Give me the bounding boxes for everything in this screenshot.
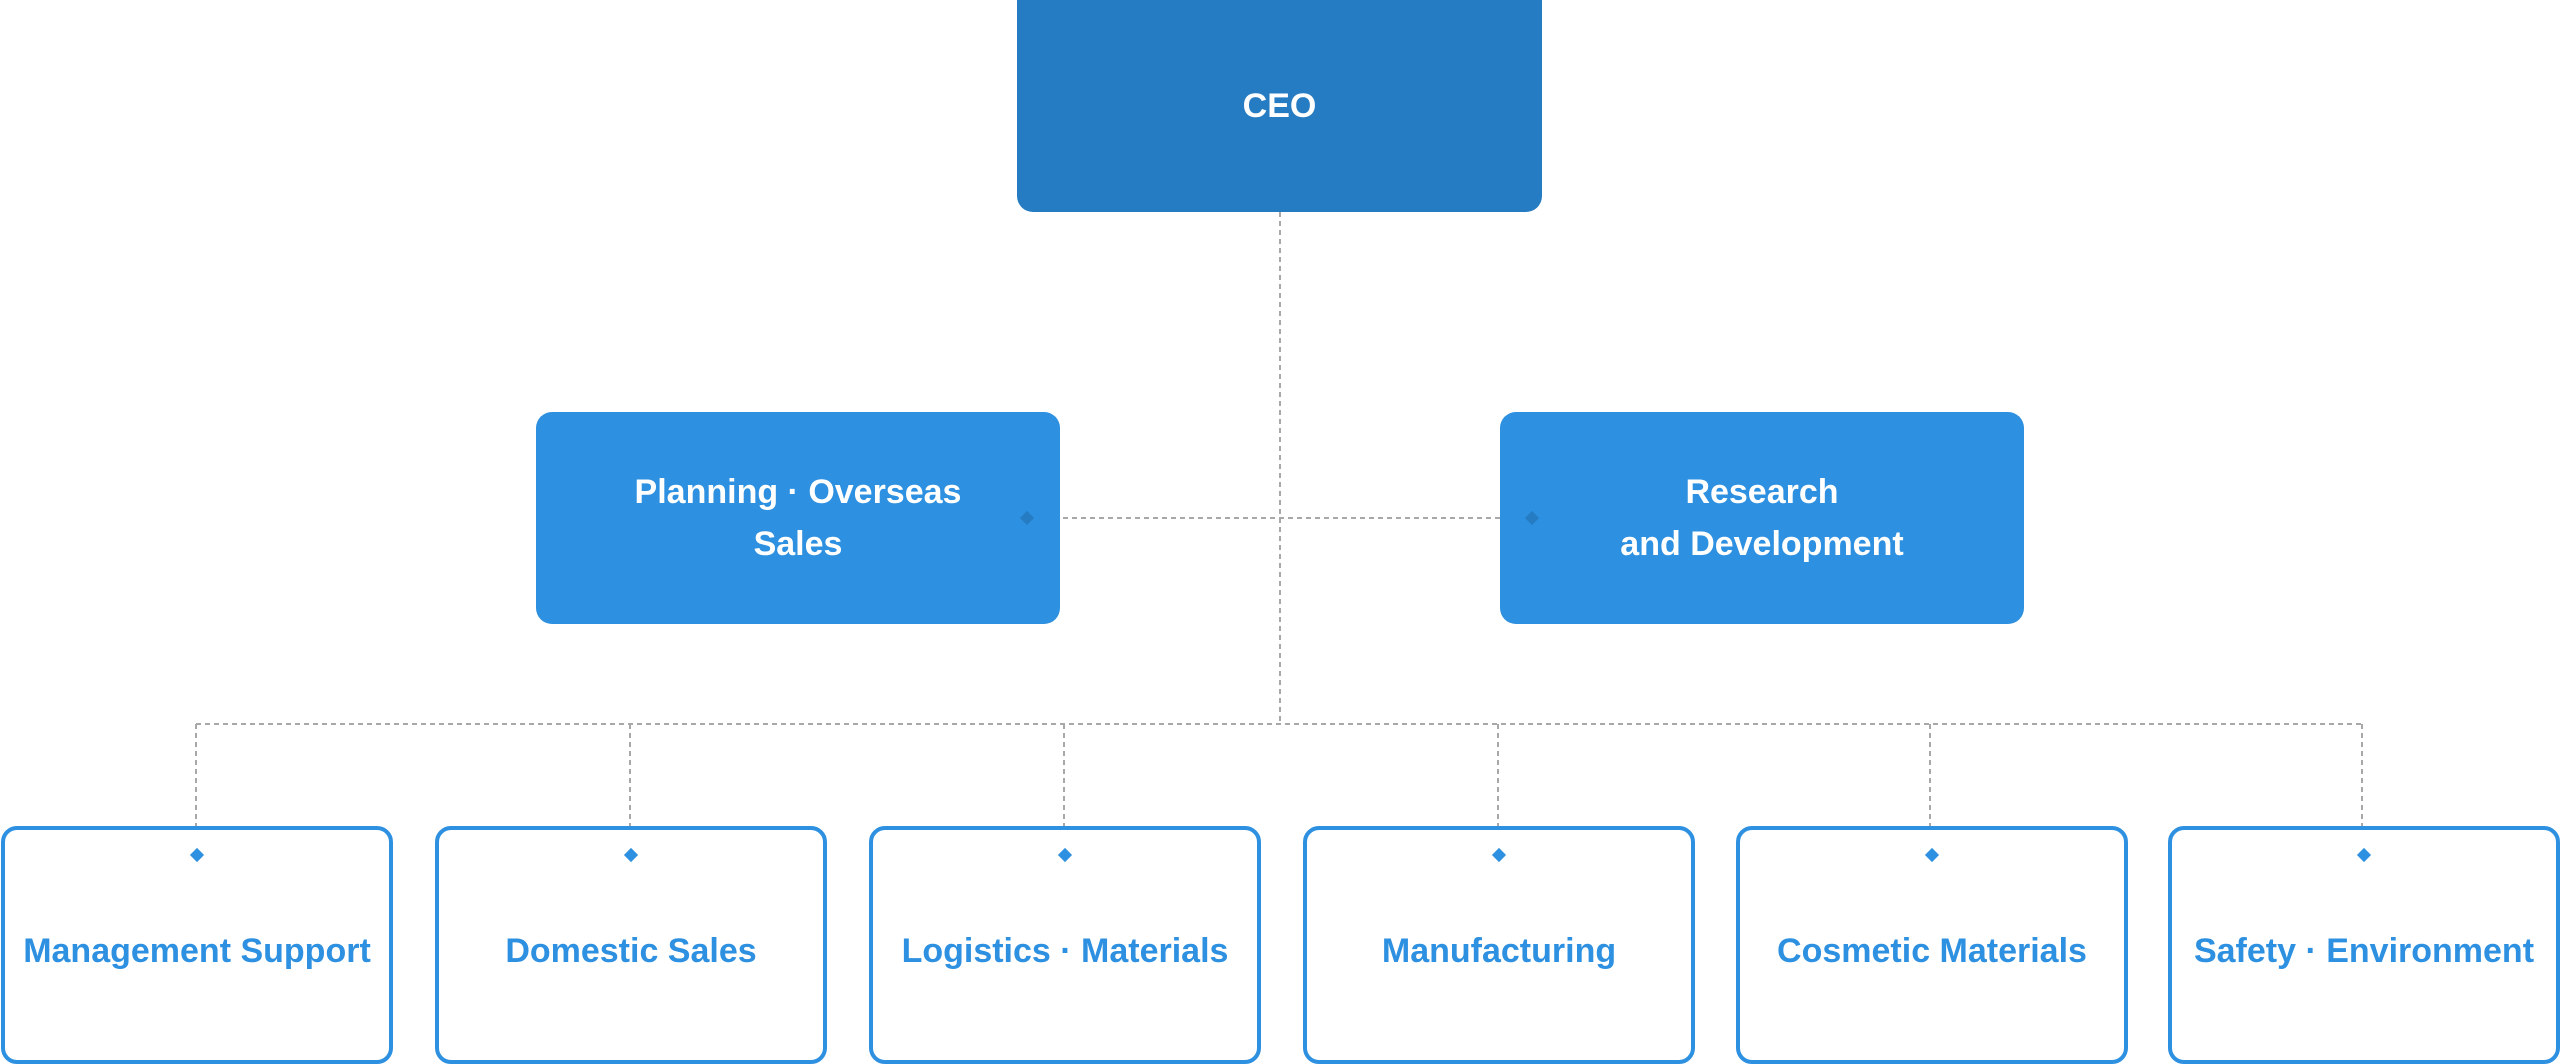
research-development-label-line2: and Development: [1620, 525, 1904, 563]
dept-cosmetic-materials: Cosmetic Materials: [1736, 826, 2128, 1064]
connector-marker: [1491, 847, 1507, 863]
dept-label: Domestic Sales: [505, 931, 757, 970]
research-development-label-line1: Research: [1685, 473, 1839, 511]
planning-overseas-sales-box: Planning · Overseas Sales: [536, 412, 1060, 624]
dept-domestic-sales: Domestic Sales: [435, 826, 827, 1064]
ceo-label: CEO: [1242, 86, 1317, 125]
planning-overseas-sales-label-line2: Sales: [753, 525, 843, 563]
connector-marker: [189, 847, 205, 863]
dept-label: Cosmetic Materials: [1777, 931, 2087, 970]
dept-label: Manufacturing: [1381, 931, 1617, 970]
connector-marker: [2356, 847, 2372, 863]
connector-marker: [623, 847, 639, 863]
dept-management-support: Management Support: [1, 826, 393, 1064]
dept-safety-environment: Safety · Environment: [2168, 826, 2560, 1064]
ceo-box: CEO: [1017, 0, 1542, 212]
planning-overseas-sales-label-line1: Planning · Overseas: [634, 473, 962, 511]
research-development-box: Research and Development: [1500, 412, 2024, 624]
dept-manufacturing: Manufacturing: [1303, 826, 1695, 1064]
dept-logistics-materials: Logistics · Materials: [869, 826, 1261, 1064]
connector-marker: [1057, 847, 1073, 863]
dept-label: Management Support: [23, 931, 371, 970]
dept-label: Safety · Environment: [2193, 931, 2535, 970]
connector-marker: [1924, 847, 1940, 863]
dept-label: Logistics · Materials: [901, 931, 1229, 970]
